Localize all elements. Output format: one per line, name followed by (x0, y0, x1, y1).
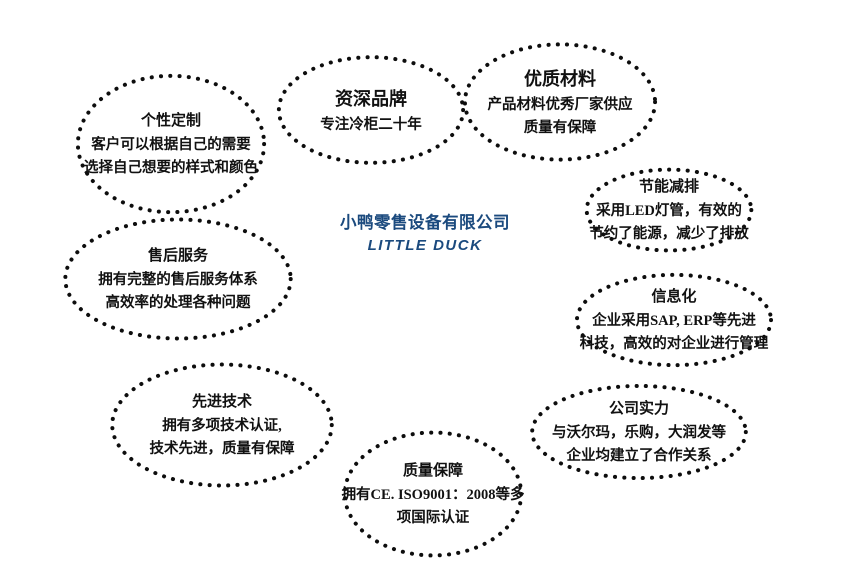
bubble-company-strength: 公司实力 与沃尔玛，乐购，大润发等 企业均建立了合作关系 (530, 383, 748, 481)
bubble-title: 售后服务 (147, 247, 208, 264)
bubble-quality-materials: 优质材料 产品材料优秀厂家供应 质量有保障 (462, 42, 658, 162)
bubble-line: 专注冷柜二十年 (320, 116, 422, 133)
bubble-line: 与沃尔玛，乐购，大润发等 (552, 424, 726, 441)
bubble-line: 拥有完整的售后服务体系 (98, 271, 258, 288)
bubble-line: 技术先进，质量有保障 (149, 440, 295, 457)
bubble-line: 企业采用SAP, ERP等先进 (592, 312, 756, 329)
bubble-title: 先进技术 (191, 393, 252, 410)
bubble-custom-design: 个性定制 客户可以根据自己的需要 选择自己想要的样式和颜色 (75, 73, 267, 215)
bubble-line: 客户可以根据自己的需要 (91, 136, 251, 153)
bubble-line: 选择自己想要的样式和颜色 (84, 159, 258, 176)
bubble-line: 采用LED灯管，有效的 (596, 202, 742, 219)
company-name: 小鸭零售设备有限公司 (340, 214, 510, 232)
bubble-senior-brand: 资深品牌 专注冷柜二十年 (276, 55, 466, 165)
bubble-title: 信息化 (651, 288, 697, 305)
bubble-energy-saving: 节能减排 采用LED灯管，有效的 节约了能源，减少了排放 (584, 167, 754, 253)
bubble-line: 产品材料优秀厂家供应 (487, 97, 633, 113)
bubble-line: 节约了能源，减少了排放 (589, 225, 749, 242)
bubble-line: 企业均建立了合作关系 (566, 447, 712, 464)
bubble-line: 拥有CE. ISO9001：2008等多 (341, 486, 525, 503)
brand-name: LITTLE DUCK (367, 237, 483, 254)
bubble-informatization: 信息化 企业采用SAP, ERP等先进 科技，高效的对企业进行管理 (574, 272, 774, 368)
bubble-title: 质量保障 (402, 462, 463, 479)
bubble-title: 公司实力 (608, 400, 669, 417)
bubble-line: 科技，高效的对企业进行管理 (579, 335, 769, 352)
center-brand-block: 小鸭零售设备有限公司 LITTLE DUCK (340, 212, 510, 258)
bubble-after-sales-service: 售后服务 拥有完整的售后服务体系 高效率的处理各种问题 (63, 217, 293, 341)
bubble-line: 项国际认证 (396, 509, 470, 526)
bubble-title: 个性定制 (140, 112, 201, 129)
bubble-title: 优质材料 (524, 69, 596, 89)
bubble-line: 质量有保障 (523, 120, 597, 136)
bubble-quality-assurance: 质量保障 拥有CE. ISO9001：2008等多 项国际认证 (341, 430, 525, 558)
bubble-advanced-technology: 先进技术 拥有多项技术认证, 技术先进，质量有保障 (110, 362, 334, 488)
bubble-line: 拥有多项技术认证, (162, 417, 282, 434)
bubble-line: 高效率的处理各种问题 (105, 294, 251, 311)
bubble-title: 资深品牌 (335, 88, 407, 109)
bubble-title: 节能减排 (638, 178, 699, 195)
